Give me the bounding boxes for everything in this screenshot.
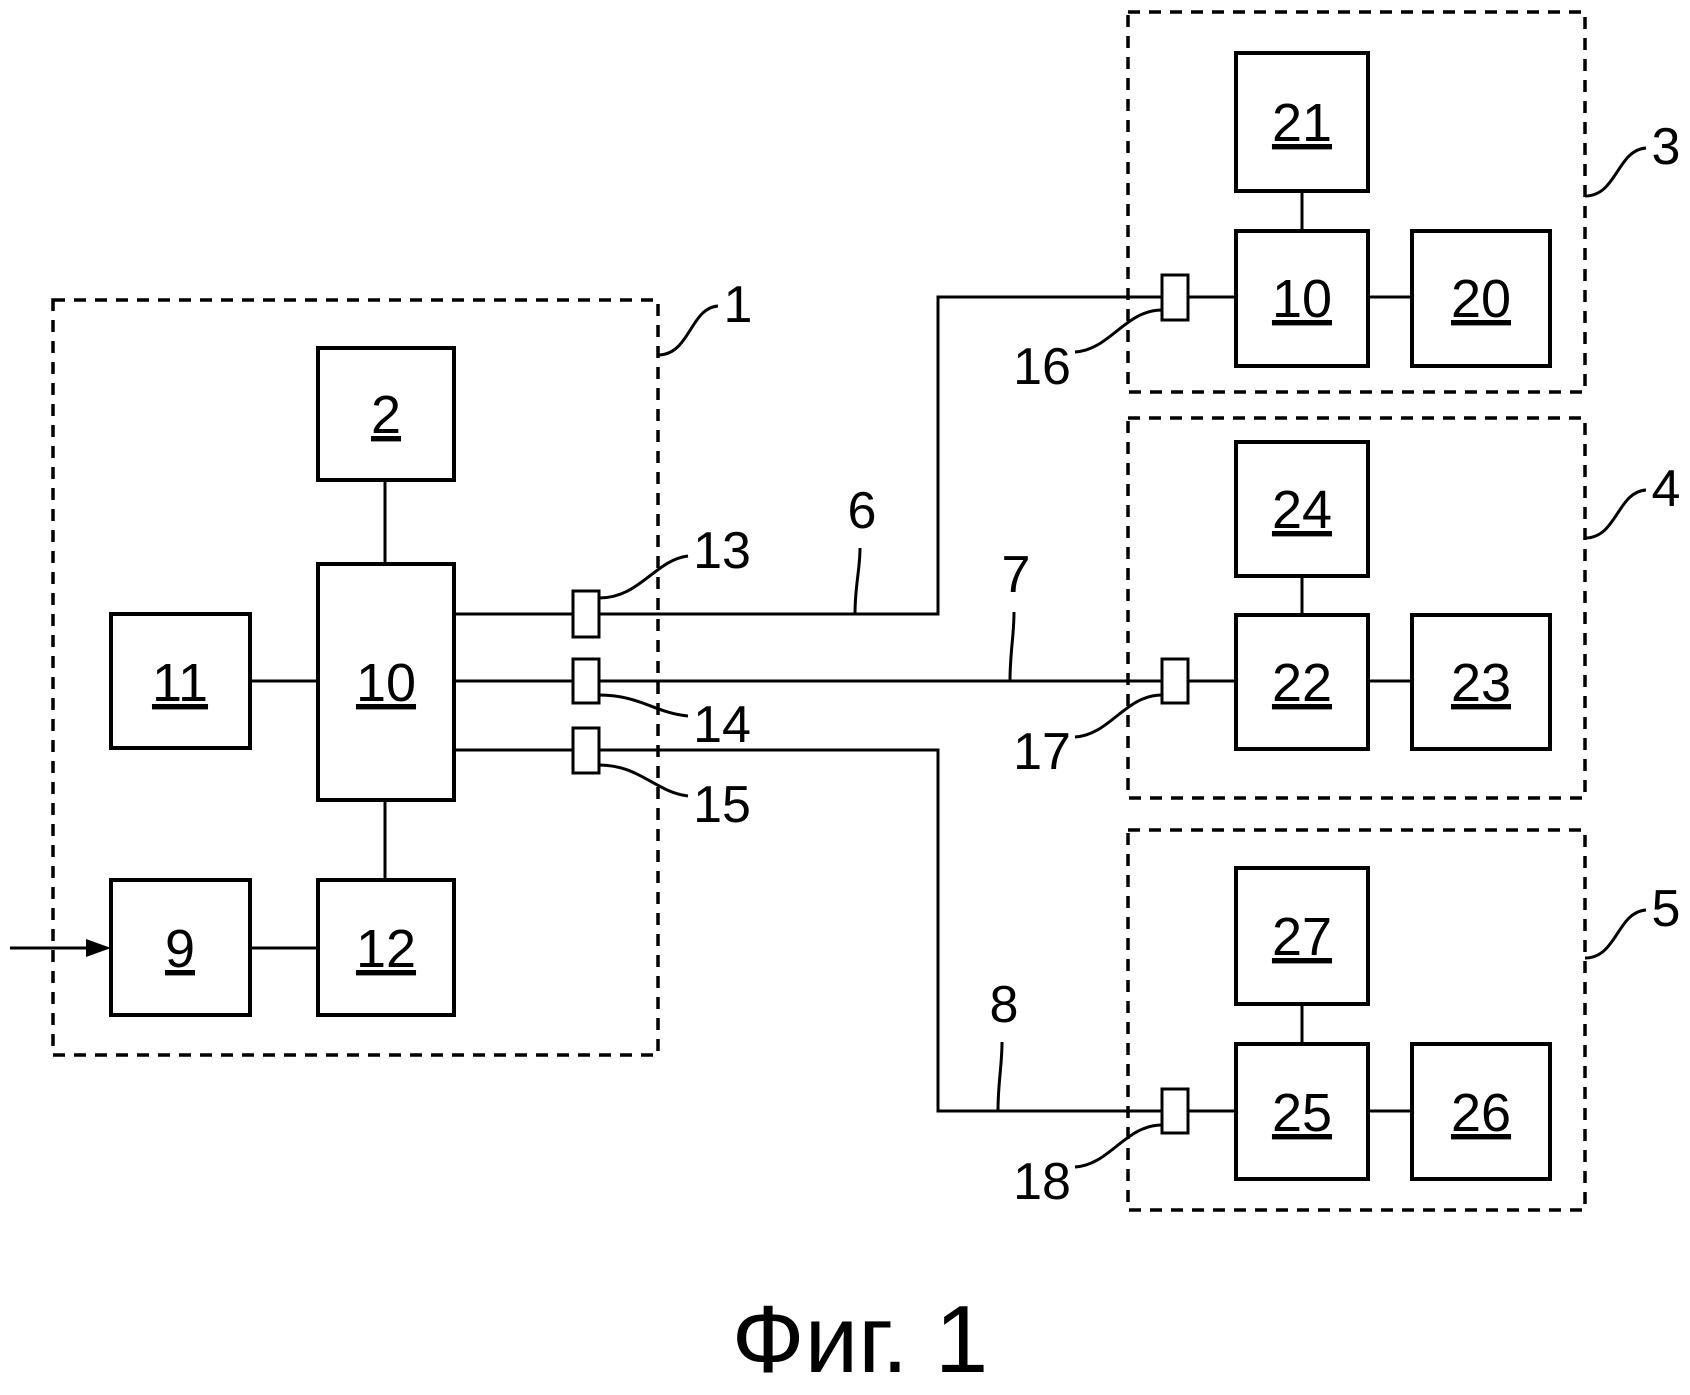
block-9-label: 9 [165, 919, 195, 979]
leader-13 [598, 554, 689, 600]
block-22 [1234, 613, 1370, 751]
leader-14 [598, 693, 689, 718]
leader-17 [1074, 693, 1163, 739]
ref-17: 17 [1013, 723, 1071, 781]
connector-13 [571, 589, 601, 639]
block-24-label: 24 [1272, 480, 1332, 540]
block-27-label: 27 [1272, 907, 1332, 967]
ref-14: 14 [693, 696, 751, 754]
block-10-main-label: 10 [356, 653, 416, 713]
line-8 [599, 748, 1162, 1113]
block-11-label: 11 [152, 653, 208, 713]
ref-3: 3 [1652, 118, 1681, 176]
block-25 [1234, 1042, 1370, 1181]
input-arrowhead-icon [86, 939, 111, 957]
connector-18 [1160, 1087, 1190, 1135]
leader-5 [1584, 908, 1647, 960]
connector-14 [571, 657, 601, 705]
block-26 [1410, 1042, 1552, 1181]
leader-6 [853, 547, 862, 615]
block-12-label: 12 [356, 919, 416, 979]
leader-7 [1008, 611, 1016, 682]
ref-13: 13 [693, 522, 751, 580]
ref-8: 8 [990, 976, 1019, 1034]
ref-1: 1 [724, 276, 753, 334]
block-26-label: 26 [1451, 1083, 1511, 1143]
ref-5: 5 [1652, 880, 1681, 938]
connector-17 [1160, 657, 1190, 705]
block-2 [316, 346, 456, 482]
leader-15 [598, 763, 689, 798]
leader-8 [996, 1041, 1004, 1112]
block-10-main [316, 562, 456, 802]
ref-7: 7 [1002, 546, 1031, 604]
unit-1-outline [51, 298, 660, 1057]
leader-1 [657, 304, 719, 357]
block-12 [316, 878, 456, 1017]
block-2-label: 2 [371, 385, 401, 445]
ref-15: 15 [693, 776, 751, 834]
block-23 [1410, 613, 1552, 751]
block-9 [109, 878, 252, 1017]
block-24 [1234, 440, 1370, 578]
line-6 [599, 295, 1162, 616]
leader-4 [1584, 488, 1647, 540]
leader-3 [1584, 146, 1647, 198]
ref-6: 6 [848, 482, 877, 540]
block-21-label: 21 [1272, 93, 1332, 153]
block-21 [1234, 51, 1370, 193]
block-23-label: 23 [1451, 653, 1511, 713]
ref-16: 16 [1013, 338, 1071, 396]
leader-18 [1074, 1123, 1163, 1169]
block-25-label: 25 [1272, 1083, 1332, 1143]
connector-15 [571, 726, 601, 775]
block-20-label: 20 [1451, 269, 1511, 329]
ref-18: 18 [1013, 1153, 1071, 1211]
block-20 [1410, 229, 1552, 368]
ref-4: 4 [1652, 460, 1681, 518]
block-10-unit3 [1234, 229, 1370, 368]
block-11 [109, 612, 252, 750]
figure-caption: Фиг. 1 [732, 1286, 989, 1393]
block-22-label: 22 [1272, 653, 1332, 713]
leader-16 [1074, 308, 1163, 354]
connector-16 [1160, 273, 1190, 322]
block-10-unit3-label: 10 [1272, 269, 1332, 329]
block-27 [1234, 866, 1370, 1006]
